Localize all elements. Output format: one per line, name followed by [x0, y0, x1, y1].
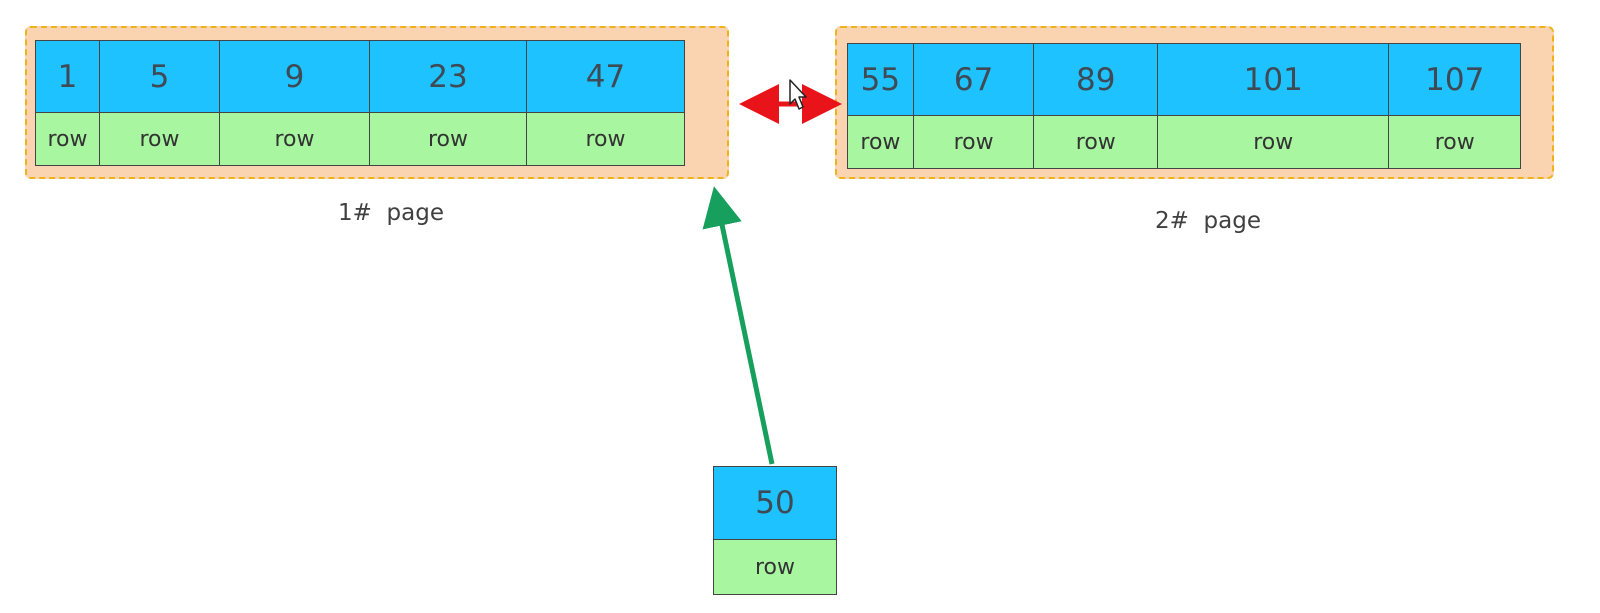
- row-cell: row: [100, 113, 219, 165]
- record-cell: 47 row: [527, 41, 684, 165]
- row-cell: row: [1158, 116, 1389, 168]
- record-cell: 55 row: [848, 44, 914, 168]
- key-cell: 67: [913, 44, 1034, 116]
- record-cell: 89 row: [1034, 44, 1159, 168]
- page-2-label: 2# page: [1155, 208, 1261, 234]
- key-cell: 47: [527, 41, 684, 113]
- key-cell: 23: [370, 41, 526, 113]
- row-cell: row: [848, 116, 913, 168]
- mouse-cursor-icon: [789, 79, 807, 110]
- page-2-table: 55 row 67 row 89 row 101 row 107 row: [847, 43, 1521, 169]
- new-record-key: 50: [714, 467, 836, 540]
- row-cell: row: [527, 113, 684, 165]
- row-cell: row: [220, 113, 369, 165]
- record-cell: 5 row: [100, 41, 220, 165]
- record-cell: 107 row: [1389, 44, 1521, 168]
- row-cell: row: [913, 116, 1034, 168]
- row-cell: row: [1034, 116, 1158, 168]
- row-cell: row: [370, 113, 526, 165]
- new-record: 50 row: [713, 466, 837, 595]
- page-1-table: 1 row 5 row 9 row 23 row 47 row: [35, 40, 685, 166]
- key-cell: 101: [1158, 44, 1389, 116]
- key-cell: 9: [220, 41, 369, 113]
- page-1-label: 1# page: [338, 200, 444, 226]
- record-cell: 67 row: [913, 44, 1035, 168]
- key-cell: 107: [1389, 44, 1521, 116]
- key-cell: 89: [1034, 44, 1158, 116]
- row-cell: row: [36, 113, 99, 165]
- new-record-row: row: [714, 540, 836, 594]
- record-cell: 9 row: [220, 41, 370, 165]
- record-cell: 101 row: [1158, 44, 1390, 168]
- record-cell: 23 row: [370, 41, 527, 165]
- record-cell: 1 row: [36, 41, 100, 165]
- insert-arrow: [702, 186, 775, 465]
- key-cell: 1: [36, 41, 99, 113]
- row-cell: row: [1389, 116, 1521, 168]
- key-cell: 55: [848, 44, 913, 116]
- key-cell: 5: [100, 41, 219, 113]
